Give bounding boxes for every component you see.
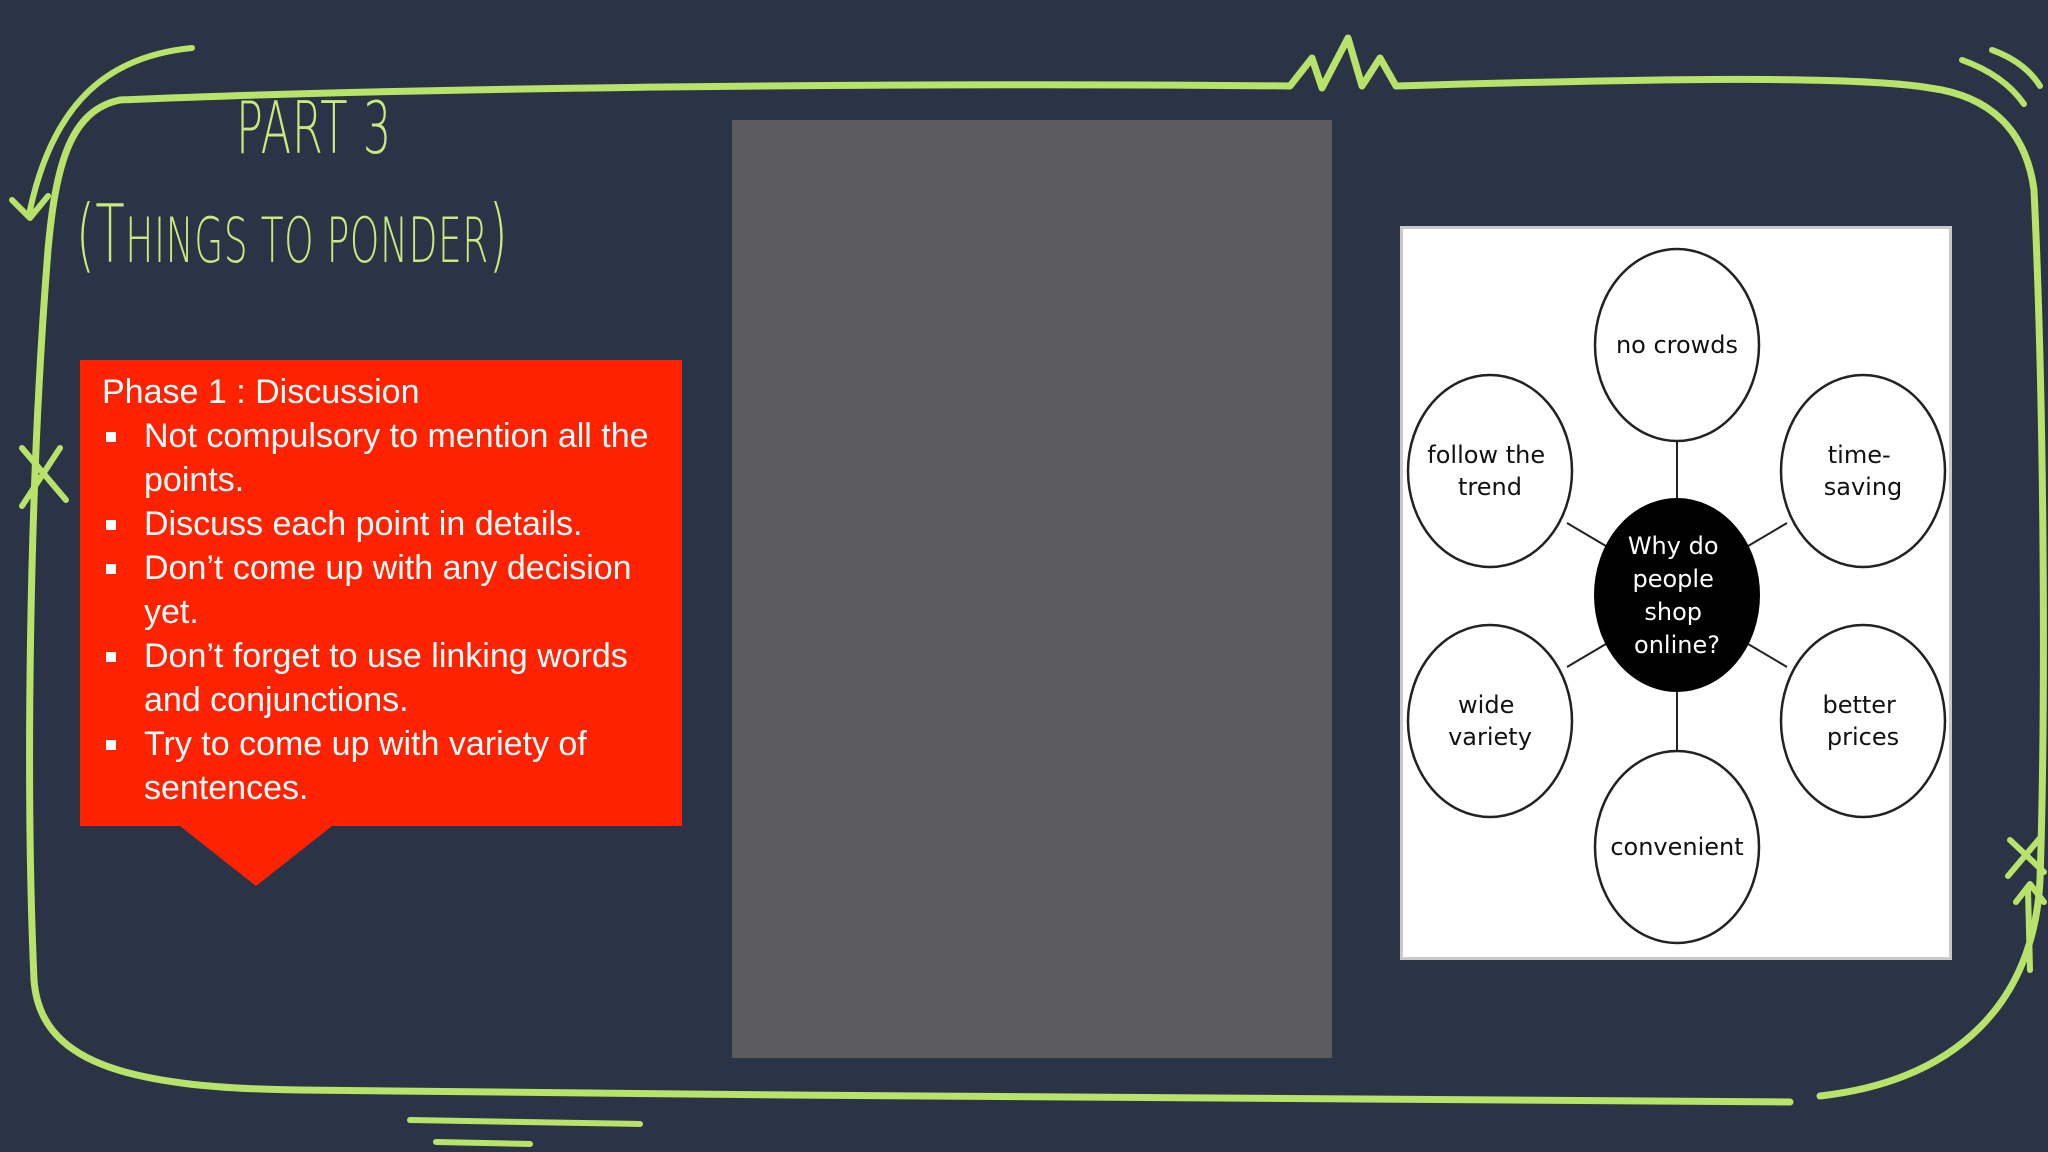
node-line: saving bbox=[1824, 473, 1903, 501]
discussion-point: Not compulsory to mention all the points… bbox=[102, 414, 662, 502]
center-line: shop bbox=[1644, 598, 1702, 626]
frame-top-right-marks bbox=[1959, 47, 2043, 107]
discussion-points: Not compulsory to mention all the points… bbox=[102, 414, 662, 810]
slide-subtitle: (THINGS TO PONDER) bbox=[76, 188, 508, 281]
node-line: time- bbox=[1828, 441, 1891, 469]
node-circle bbox=[1406, 373, 1574, 569]
node-label: follow the trend bbox=[1427, 441, 1552, 501]
node-label: no crowds bbox=[1616, 331, 1738, 359]
node-line: better bbox=[1822, 691, 1896, 719]
mind-map-node: time- saving bbox=[1779, 373, 1947, 569]
phase-heading: Phase 1 : Discussion bbox=[102, 373, 420, 411]
frame-left-line bbox=[26, 96, 124, 984]
discussion-point: Discuss each point in details. bbox=[102, 502, 662, 546]
node-label: convenient bbox=[1610, 833, 1743, 861]
frame-bottom-marks bbox=[407, 1117, 643, 1147]
connector-top-left bbox=[1566, 522, 1612, 550]
center-circle bbox=[1594, 498, 1760, 692]
node-line: trend bbox=[1458, 473, 1522, 501]
mind-map-node: convenient bbox=[1593, 749, 1761, 945]
node-circle bbox=[1593, 247, 1761, 443]
mind-map-node: follow the trend bbox=[1406, 373, 1574, 569]
node-line: prices bbox=[1827, 723, 1899, 751]
connector-top-right bbox=[1742, 522, 1788, 550]
node-circle bbox=[1779, 373, 1947, 569]
frame-bottom-line bbox=[30, 976, 1794, 1106]
subtitle-close: ) bbox=[488, 188, 509, 281]
node-circle bbox=[1779, 623, 1947, 819]
frame-left-cross bbox=[19, 445, 69, 509]
frame-right-line bbox=[1816, 186, 2047, 1100]
discussion-callout: Phase 1 : Discussion Not compulsory to m… bbox=[80, 360, 682, 886]
mind-map-connectors bbox=[1566, 439, 1788, 753]
discussion-point: Try to come up with variety of sentences… bbox=[102, 722, 662, 810]
mind-map-center: Why do people shop online? bbox=[1594, 498, 1760, 692]
slide-title: PART 3 bbox=[236, 86, 392, 170]
discussion-point: Don’t come up with any decision yet. bbox=[102, 546, 662, 634]
node-label: time- saving bbox=[1824, 441, 1903, 501]
node-label: wide variety bbox=[1448, 691, 1532, 751]
subtitle-open: (T bbox=[76, 188, 126, 281]
discussion-point: Don’t forget to use linking words and co… bbox=[102, 634, 662, 722]
center-line: Why do bbox=[1628, 532, 1719, 560]
mind-map-node: better prices bbox=[1779, 623, 1947, 819]
frame-bottom-right-arrow bbox=[2013, 881, 2047, 973]
image-placeholder-panel bbox=[732, 120, 1332, 1058]
center-label: Why do people shop online? bbox=[1628, 532, 1726, 659]
mind-map-diagram: no crowds time- saving better prices con… bbox=[1406, 247, 1947, 945]
subtitle-body: HINGS TO PONDER bbox=[125, 204, 489, 277]
connector-bottom-right bbox=[1742, 640, 1788, 668]
center-line: online? bbox=[1634, 631, 1720, 659]
node-label: better prices bbox=[1822, 691, 1903, 751]
node-line: follow the bbox=[1427, 441, 1545, 469]
connector-bottom-left bbox=[1566, 640, 1612, 668]
node-line: convenient bbox=[1610, 833, 1743, 861]
frame-top-line bbox=[116, 34, 2038, 194]
frame-right-cross bbox=[2005, 835, 2047, 879]
mind-map-node: wide variety bbox=[1406, 623, 1574, 819]
node-line: no crowds bbox=[1616, 331, 1738, 359]
frame-top-left-arrow bbox=[9, 45, 195, 221]
node-circle bbox=[1406, 623, 1574, 819]
node-circle bbox=[1593, 749, 1761, 945]
mind-map-node: no crowds bbox=[1593, 247, 1761, 443]
node-line: variety bbox=[1448, 723, 1532, 751]
mind-map-card: no crowds time- saving better prices con… bbox=[1400, 226, 1952, 960]
center-line: people bbox=[1633, 565, 1714, 593]
node-line: wide bbox=[1458, 691, 1514, 719]
